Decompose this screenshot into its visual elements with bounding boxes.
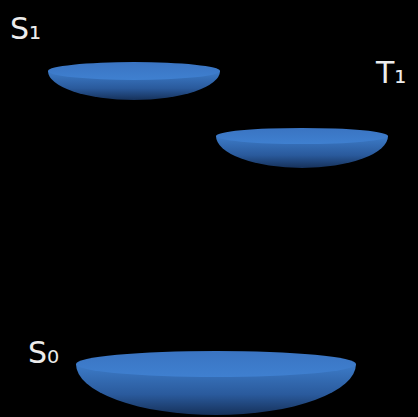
t1-level-dish <box>216 128 388 168</box>
dish-face <box>76 351 356 377</box>
state-label: S₁ <box>10 12 41 46</box>
dish-face <box>48 62 220 80</box>
state-label: S₀ <box>28 336 59 370</box>
s0-level-dish <box>76 351 356 415</box>
dish-face <box>216 128 388 144</box>
s1-level-dish <box>48 62 220 100</box>
state-label: T₁ <box>376 56 406 90</box>
